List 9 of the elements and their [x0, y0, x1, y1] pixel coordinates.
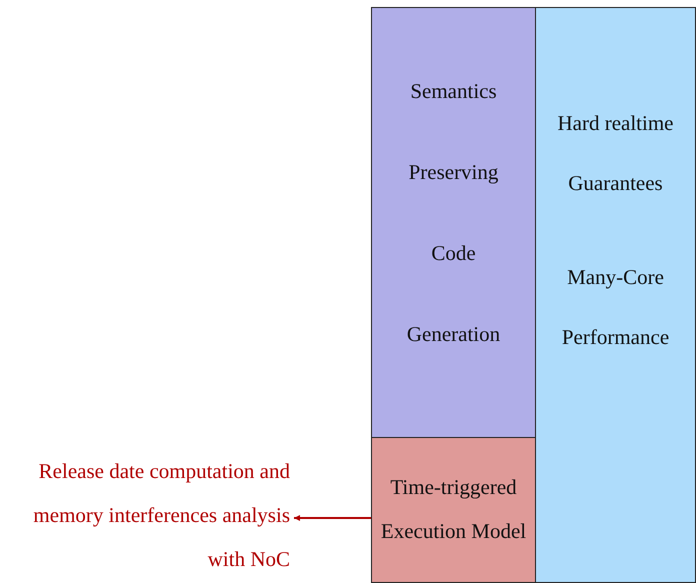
box-label: Many-Core Performance — [560, 264, 670, 351]
box-label: Hard realtime Guarantees — [556, 110, 675, 197]
process-box — [371, 7, 536, 438]
annotation-text: Release date computation and memory interferences analysis with NoC — [32, 458, 290, 573]
process-box — [371, 437, 536, 583]
process-box — [535, 7, 696, 583]
arrow — [294, 515, 371, 521]
box-label: Semantics Preserving Code Generation — [406, 78, 502, 348]
box-label: Time-triggered Execution Model — [380, 474, 528, 545]
